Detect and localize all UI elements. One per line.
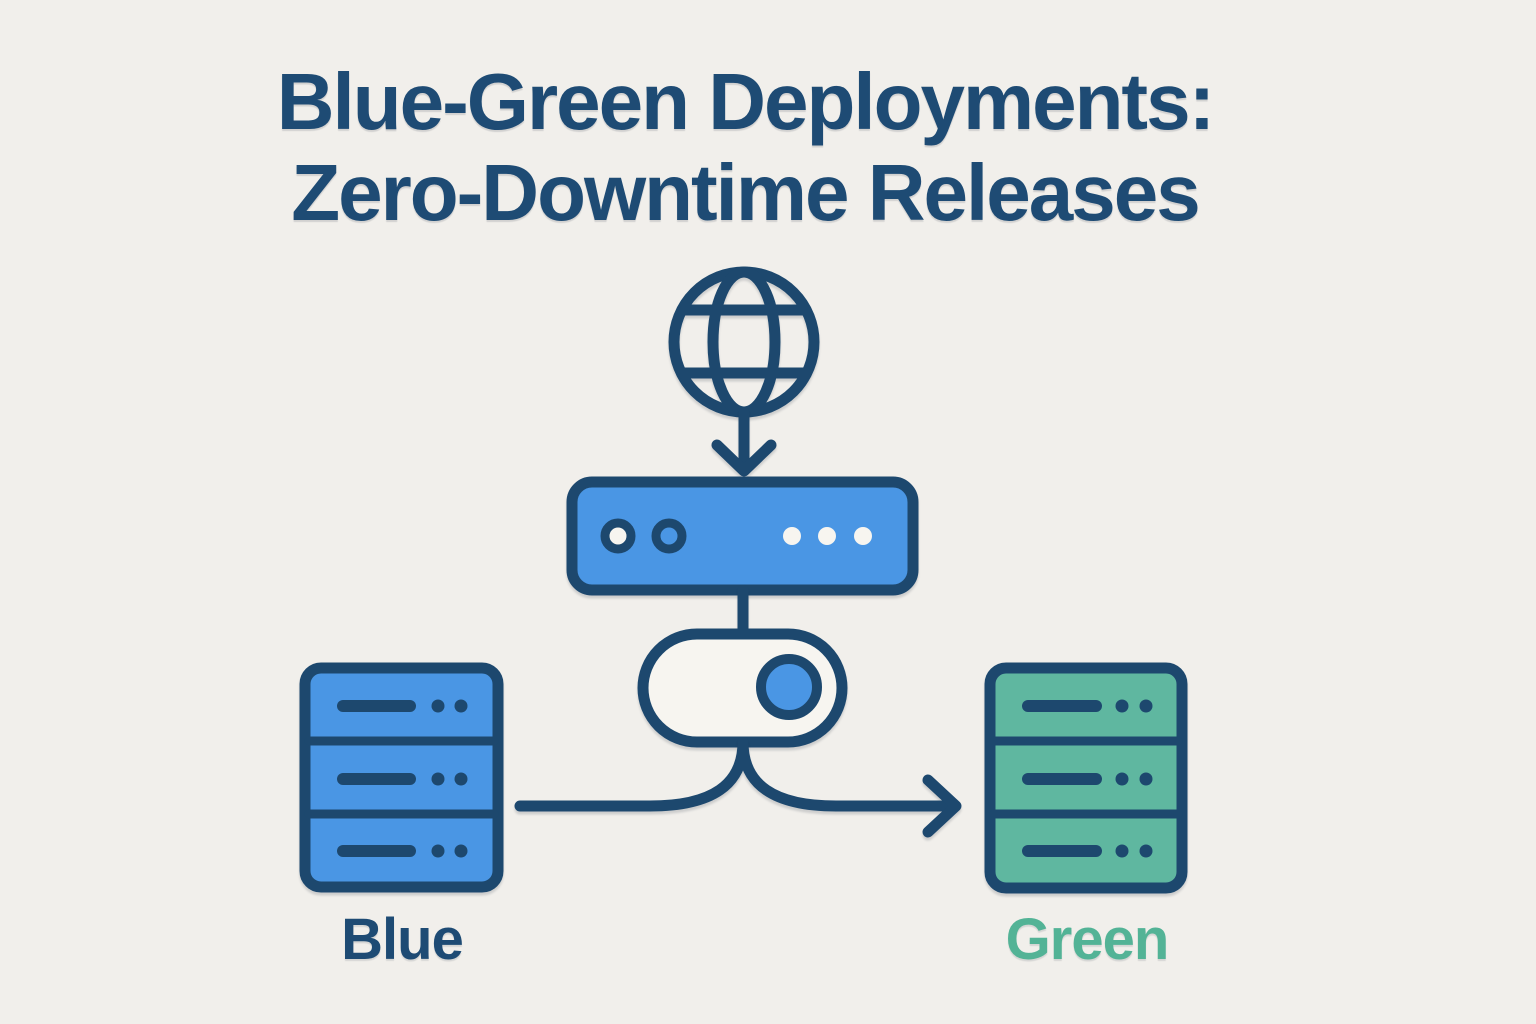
load-balancer-dot-3 (854, 527, 872, 545)
load-balancer-port-1 (600, 518, 636, 554)
globe-meridian (707, 266, 781, 418)
title-line-2: Zero-Downtime Releases (291, 148, 1200, 237)
blue-server-dot (454, 699, 468, 713)
arrow-right-icon (922, 774, 962, 838)
globe-circle (668, 266, 820, 418)
toggle-switch-icon (637, 628, 848, 748)
green-server-dot (1139, 699, 1153, 713)
blue-server-dot (454, 844, 468, 858)
arrow-down-head (711, 439, 777, 477)
green-server-dot (1139, 772, 1153, 786)
page-title: Blue-Green Deployments: Zero-Downtime Re… (0, 56, 1513, 238)
traffic-path (514, 736, 962, 838)
blue-environment-label: Blue (341, 907, 464, 972)
traffic-path-line (514, 736, 950, 812)
green-server-dot (1139, 844, 1153, 858)
load-balancer-dot-2 (818, 527, 836, 545)
globe-icon (668, 266, 820, 418)
green-server-dot (1115, 699, 1129, 713)
green-server-stack-icon (984, 662, 1188, 894)
title-line-1: Blue-Green Deployments: (276, 57, 1215, 146)
load-balancer-dot-1 (783, 527, 801, 545)
blue-server-dot (431, 844, 445, 858)
arrow-down-icon (711, 407, 777, 477)
blue-server-stack-icon (299, 662, 504, 893)
toggle-knob (756, 654, 822, 720)
blue-server-dot (431, 699, 445, 713)
green-environment-label: Green (1005, 907, 1170, 972)
green-server-dot (1115, 844, 1129, 858)
green-server-dot (1115, 772, 1129, 786)
blue-server-dot (454, 772, 468, 786)
blue-server-dot (431, 772, 445, 786)
load-balancer-port-2 (651, 518, 687, 554)
load-balancer-icon (566, 476, 919, 596)
